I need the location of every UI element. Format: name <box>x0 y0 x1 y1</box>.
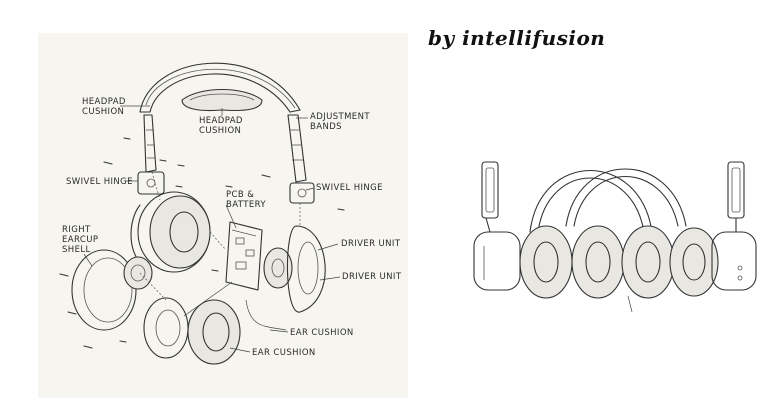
label-ear-cushion-1: EAR CUSHION <box>290 328 354 338</box>
label-headpad-cushion-top: HEADPAD CUSHION <box>82 97 126 117</box>
label-driver-unit-1: DRIVER UNIT <box>341 239 401 249</box>
label-swivel-hinge-left: SWIVEL HINGE <box>66 177 133 187</box>
adjustment-band-right <box>287 114 307 183</box>
adjustment-band-left <box>143 114 157 173</box>
label-headpad-cushion-mid: HEADPAD CUSHION <box>199 116 243 136</box>
side-view-right-drawing <box>711 161 757 291</box>
pcb-battery-drawing <box>225 221 263 291</box>
label-adjustment-bands: ADJUSTMENT BANDS <box>310 112 370 132</box>
label-driver-unit-2: DRIVER UNIT <box>342 272 402 282</box>
headband-drawing <box>139 62 301 113</box>
right-earcup-shell-drawing <box>71 249 153 331</box>
label-swivel-hinge-right: SWIVEL HINGE <box>316 183 383 193</box>
label-ear-cushion-2: EAR CUSHION <box>252 348 316 358</box>
screws <box>59 137 345 349</box>
leader-lines <box>83 105 341 353</box>
swivel-hinge-right-drawing <box>289 182 315 204</box>
swivel-hinge-left-drawing <box>137 171 165 195</box>
label-right-earcup-shell: RIGHT EARCUP SHELL <box>62 225 99 255</box>
assembly-guides <box>139 171 301 331</box>
front-views-drawing <box>519 168 719 313</box>
driver-unit-drawing <box>263 225 326 313</box>
label-pcb-battery: PCB & BATTERY <box>226 190 266 210</box>
side-view-left-drawing <box>473 161 521 291</box>
ear-cushion-drawings <box>143 297 241 365</box>
headpad-cushion-drawing <box>181 88 263 112</box>
watermark-signature: by intellifusion <box>428 26 606 50</box>
